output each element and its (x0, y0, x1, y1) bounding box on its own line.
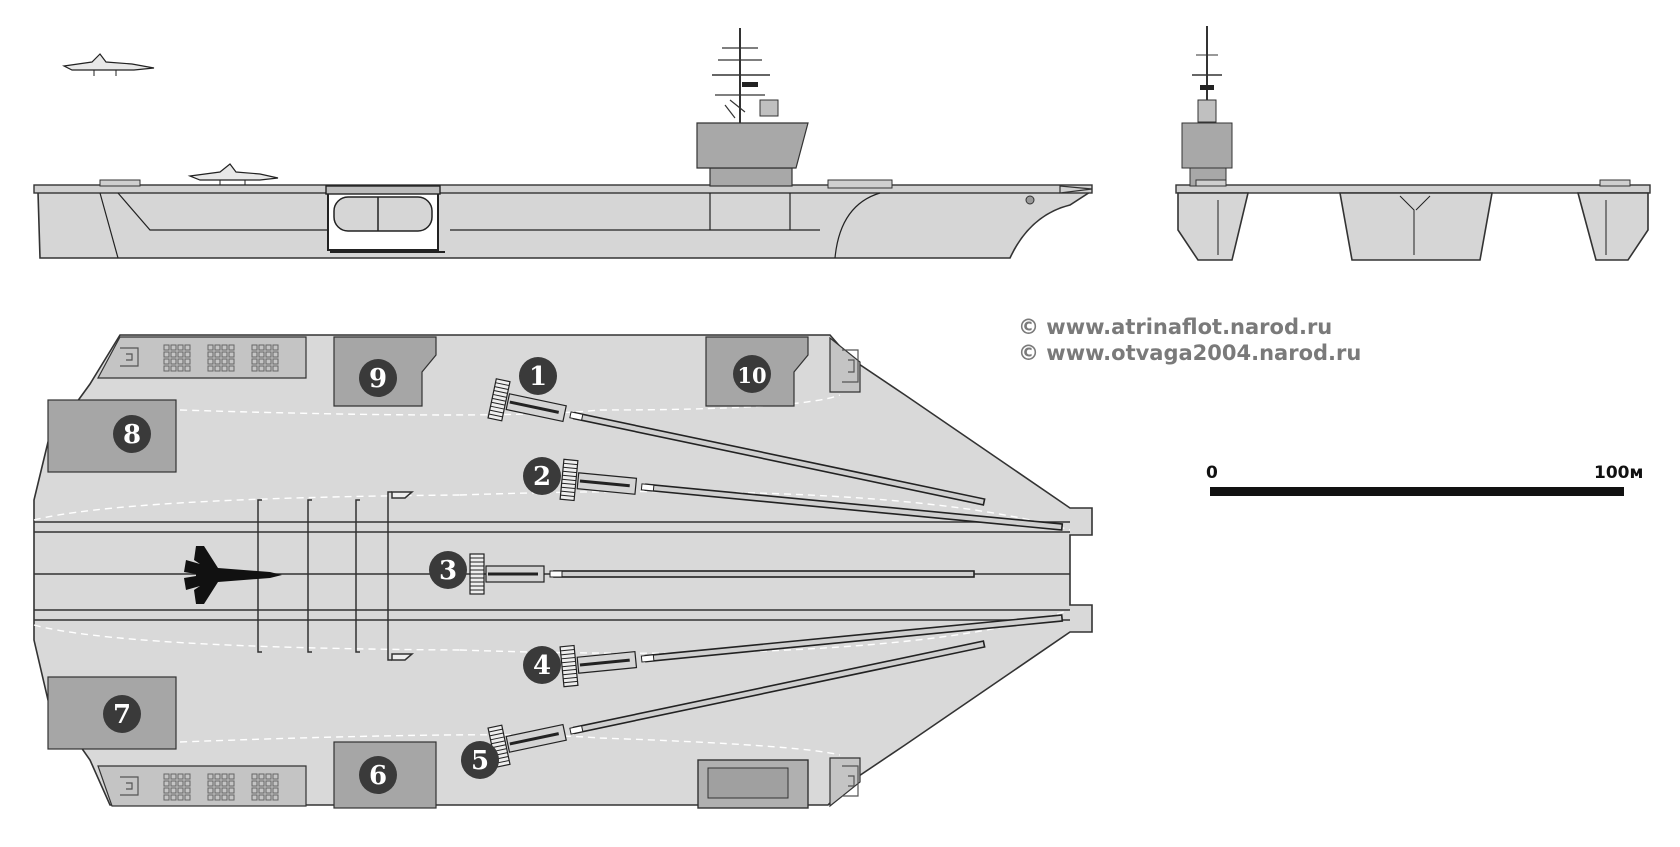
parking-spot-8-area (47, 399, 177, 473)
front-hull-center (1339, 192, 1493, 261)
front-view (1175, 26, 1651, 261)
catapult-4-marker: 4 (523, 646, 561, 684)
deck-guide-lines (33, 394, 1071, 756)
scale-bar: 0 100м (1206, 463, 1643, 496)
front-island (1181, 122, 1233, 169)
catapult-2-track (559, 458, 1064, 531)
catapult-3-track (469, 553, 975, 595)
catapult-1-label: 1 (529, 362, 547, 392)
parking-spot-6-label: 6 (369, 761, 387, 791)
side-deck-fitting-2 (827, 179, 893, 189)
catapult-3-marker: 3 (429, 551, 467, 589)
parking-spot-10-marker: 10 (733, 355, 771, 393)
front-hull-right (1576, 192, 1649, 261)
equipment-grid (163, 344, 191, 372)
top-view: 1 2 3 4 5 6 7 8 9 10 (33, 334, 1093, 809)
catapult-4-label: 4 (533, 651, 551, 681)
credit-line-2: © www.otvaga2004.narod.ru (1018, 341, 1361, 365)
aircraft-top-silhouette (184, 546, 282, 604)
equipment-grid (207, 344, 235, 372)
side-aircraft-in-flight (62, 53, 155, 76)
catapult-5-label: 5 (471, 746, 489, 776)
flight-deck-plan (33, 334, 1093, 806)
side-island (696, 28, 809, 187)
scale-end-label: 100м (1594, 463, 1643, 483)
deck-corner-box-bottom-right (829, 757, 861, 808)
parking-spot-9-label: 9 (369, 364, 387, 394)
side-hull-lines (99, 192, 881, 259)
equipment-grid (251, 344, 279, 372)
arresting-gear (257, 491, 415, 661)
equipment-grid (163, 773, 191, 801)
number-markers: 1 2 3 4 5 6 7 8 9 10 (103, 355, 771, 794)
deck-corner-box-bottom-left (97, 765, 307, 807)
parking-spot-6-marker: 6 (359, 756, 397, 794)
deck-corner-box-top-left (96, 336, 307, 379)
equipment-grids (163, 344, 279, 801)
parking-spot-7-marker: 7 (103, 695, 141, 733)
catapult-5-track (487, 640, 986, 768)
side-elevator (325, 185, 445, 253)
parking-spot-8-label: 8 (123, 420, 141, 450)
deck-corner-box-top-right (829, 336, 861, 393)
catapult-1-track (487, 378, 986, 506)
catapult-3-label: 3 (439, 556, 457, 586)
catapult-5-marker: 5 (461, 741, 499, 779)
catapult-4-track (559, 614, 1064, 688)
side-anchor (1025, 195, 1035, 205)
side-aircraft-on-deck (187, 163, 279, 185)
scale-start-label: 0 (1206, 463, 1218, 483)
side-bow-tip (1059, 185, 1093, 194)
front-hull-left (1177, 192, 1250, 261)
equipment-grid (251, 773, 279, 801)
parking-spot-9-marker: 9 (359, 359, 397, 397)
side-deck-fitting-1 (99, 179, 141, 187)
catapults (469, 378, 1064, 768)
parking-spot-8-marker: 8 (113, 415, 151, 453)
side-view (33, 28, 1093, 259)
parking-spot-7-label: 7 (113, 700, 131, 730)
corner-fittings (120, 347, 859, 797)
parking-spot-10-label: 10 (737, 363, 766, 388)
side-flight-deck (33, 184, 1093, 194)
catapult-2-marker: 2 (523, 457, 561, 495)
equipment-grid (207, 773, 235, 801)
catapult-2-label: 2 (533, 462, 551, 492)
scale-bar-line (1210, 487, 1624, 496)
credit-line-1: © www.atrinaflot.narod.ru (1018, 315, 1332, 339)
side-hull (37, 191, 1093, 259)
catapult-1-marker: 1 (519, 357, 557, 395)
